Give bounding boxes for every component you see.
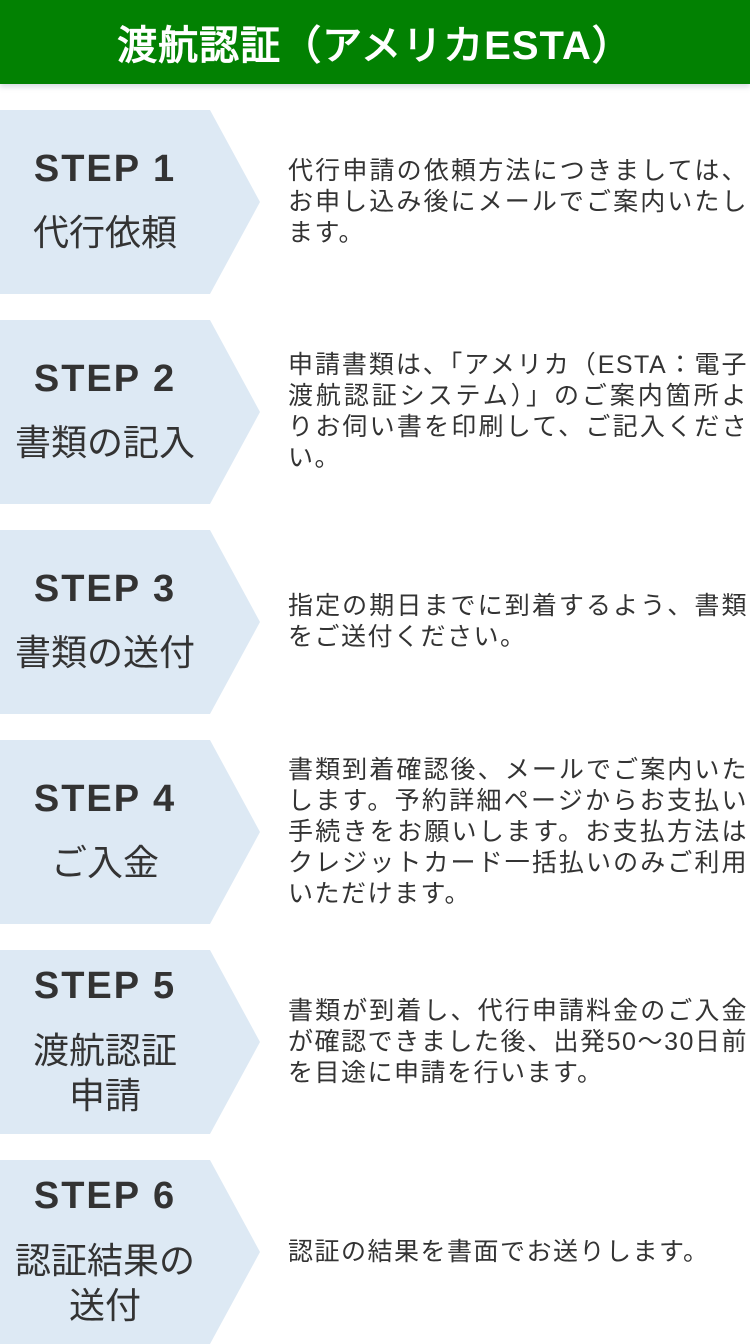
step-description: 認証の結果を書面でお送りします。 — [288, 1237, 710, 1266]
step-number: STEP 3 — [33, 567, 177, 610]
step-number: STEP 4 — [33, 777, 177, 820]
step-description: 代行申請の依頼方法につきましては、お申し込み後にメールでご案内いたします。 — [288, 156, 748, 247]
step-chevron-arrow: STEP 3 書類の送付 — [0, 530, 260, 714]
step-label: 書類の送付 — [14, 632, 195, 674]
page-title-bar: 渡航認証（アメリカESTA） — [0, 0, 750, 84]
step-row-6: STEP 6 認証結果の 送付 認証の結果を書面でお送りします。 — [0, 1160, 750, 1344]
step-label: 認証結果の 送付 — [14, 1239, 195, 1326]
step-number: STEP 1 — [33, 147, 177, 190]
step-row-5: STEP 5 渡航認証 申請 書類が到着し、代行申請料金のご入金が確認できました… — [0, 950, 750, 1134]
step-chevron-arrow: STEP 6 認証結果の 送付 — [0, 1160, 260, 1344]
step-label: 代行依頼 — [32, 212, 177, 254]
steps-flow: STEP 1 代行依頼 代行申請の依頼方法につきましては、お申し込み後にメールで… — [0, 84, 750, 1344]
step-row-2: STEP 2 書類の記入 申請書類は、「アメリカ（ESTA：電子渡航認証システム… — [0, 320, 750, 504]
page-title: 渡航認証（アメリカESTA） — [117, 24, 633, 68]
step-label: 渡航認証 申請 — [32, 1029, 177, 1116]
step-chevron-arrow: STEP 1 代行依頼 — [0, 110, 260, 294]
step-description: 書類到着確認後、メールでご案内いたします。予約詳細ページからお支払い手続きをお願… — [288, 755, 748, 908]
step-row-3: STEP 3 書類の送付 指定の期日までに到着するよう、書類をご送付ください。 — [0, 530, 750, 714]
step-chevron-arrow: STEP 4 ご入金 — [0, 740, 260, 924]
step-label: 書類の記入 — [14, 422, 195, 464]
step-row-1: STEP 1 代行依頼 代行申請の依頼方法につきましては、お申し込み後にメールで… — [0, 110, 750, 294]
step-description: 書類が到着し、代行申請料金のご入金が確認できました後、出発50〜30日前を目途に… — [288, 996, 748, 1087]
step-row-4: STEP 4 ご入金 書類到着確認後、メールでご案内いたします。予約詳細ページか… — [0, 740, 750, 924]
step-number: STEP 2 — [33, 357, 177, 400]
step-chevron-arrow: STEP 5 渡航認証 申請 — [0, 950, 260, 1134]
step-label: ご入金 — [50, 842, 159, 884]
step-description: 申請書類は、「アメリカ（ESTA：電子渡航認証システム）」のご案内箇所よりお伺い… — [288, 351, 748, 472]
step-description: 指定の期日までに到着するよう、書類をご送付ください。 — [288, 592, 748, 651]
step-number: STEP 5 — [33, 965, 177, 1008]
step-number: STEP 6 — [33, 1175, 177, 1218]
step-chevron-arrow: STEP 2 書類の記入 — [0, 320, 260, 504]
